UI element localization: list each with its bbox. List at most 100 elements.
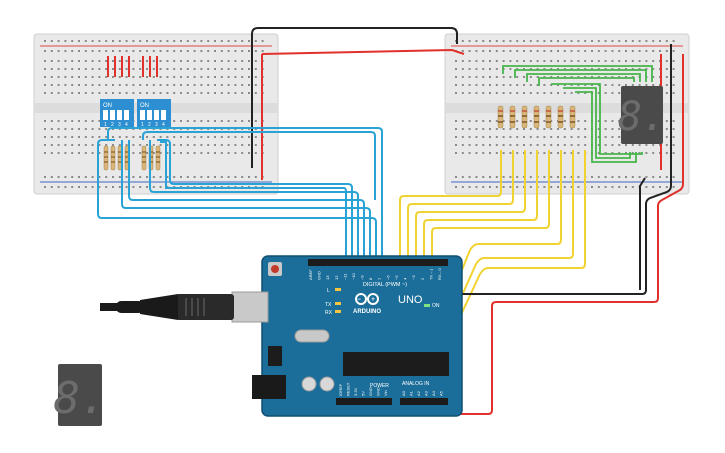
breadboard-hole (146, 60, 148, 62)
breadboard-hole (529, 186, 532, 188)
dip-switch-2[interactable]: ON 1 2 3 4 (137, 99, 171, 128)
breadboard-hole (248, 144, 250, 146)
breadboard-hole (50, 76, 53, 78)
breadboard-hole (57, 144, 60, 146)
breadboard-hole (523, 84, 525, 86)
breadboard-hole (64, 92, 67, 94)
breadboard-hole (200, 84, 203, 86)
breadboard-hole (672, 40, 675, 42)
dip-switch-2-pin-3: 3 (155, 122, 158, 128)
breadboard-hole (461, 144, 464, 146)
breadboard-hole (645, 68, 648, 70)
breadboard-hole (227, 76, 230, 78)
breadboard-hole (57, 128, 60, 130)
breadboard-hole (78, 186, 80, 188)
breadboard-hole (455, 176, 457, 178)
breadboard-hole (665, 176, 668, 178)
breadboard-hole (98, 136, 101, 138)
breadboard-hole (186, 40, 189, 42)
breadboard-hole (529, 60, 532, 62)
breadboard-hole (495, 136, 498, 138)
breadboard-hole (105, 60, 108, 62)
breadboard-hole (84, 40, 87, 42)
breadboard-hole (618, 144, 621, 146)
breadboard-hole (78, 152, 80, 154)
breadboard-hole (672, 136, 675, 138)
breadboard-hole (132, 144, 135, 146)
breadboard-hole (495, 68, 498, 70)
breadboard-hole (536, 136, 539, 138)
breadboard-hole (254, 92, 257, 94)
power-pin-label: GND (376, 387, 381, 396)
breadboard-hole (529, 92, 532, 94)
breadboard-hole (152, 68, 155, 70)
breadboard-hole (139, 176, 142, 178)
breadboard-hole (475, 92, 478, 94)
breadboard-hole (489, 120, 491, 122)
breadboard-hole (482, 68, 485, 70)
breadboard-hole (166, 176, 169, 178)
breadboard-hole (248, 76, 250, 78)
breadboard-hole (502, 40, 505, 42)
dip-switch-1[interactable]: ON 1 2 3 4 (100, 99, 134, 128)
breadboard-hole (591, 50, 593, 52)
breadboard-hole (118, 76, 121, 78)
breadboard-hole (146, 40, 148, 42)
breadboard-hole (207, 68, 210, 70)
breadboard-hole (214, 60, 216, 62)
breadboard-hole (214, 136, 216, 138)
breadboard-hole (200, 60, 203, 62)
breadboard-hole (577, 128, 580, 130)
breadboard-hole (631, 84, 634, 86)
breadboard-hole (543, 68, 546, 70)
seven-segment-display-loose[interactable]: 8. (54, 364, 107, 426)
breadboard-hole (44, 50, 46, 52)
breadboard-hole (475, 120, 478, 122)
breadboard-hole (98, 68, 101, 70)
breadboard-hole (200, 136, 203, 138)
breadboard-hole (200, 40, 203, 42)
breadboard-hole (557, 60, 559, 62)
breadboard-hole (597, 76, 600, 78)
breadboard-hole (44, 76, 46, 78)
breadboard-hole (180, 176, 182, 178)
breadboard-hole (489, 92, 491, 94)
power-jack[interactable] (252, 375, 286, 399)
breadboard-hole (98, 186, 101, 188)
breadboard-hole (509, 60, 512, 62)
breadboard-hole (193, 120, 196, 122)
breadboard-hole (665, 128, 668, 130)
breadboard-hole (638, 68, 641, 70)
breadboard-hole (584, 92, 587, 94)
breadboard-hole (112, 40, 114, 42)
breadboard-hole (125, 176, 128, 178)
breadboard-hole (659, 40, 661, 42)
breadboard-hole (261, 40, 264, 42)
breadboard-hole (509, 68, 512, 70)
breadboard-hole (502, 50, 505, 52)
breadboard-hole (241, 120, 244, 122)
breadboard-hole (563, 128, 566, 130)
rx-led (335, 310, 341, 313)
breadboard-hole (672, 84, 675, 86)
breadboard-hole (570, 84, 573, 86)
breadboard-hole (509, 50, 512, 52)
breadboard-hole (468, 136, 471, 138)
digital-pin-label: 8 (368, 277, 373, 280)
breadboard-hole (652, 40, 655, 42)
breadboard-hole (173, 68, 176, 70)
breadboard-hole (584, 128, 587, 130)
breadboard-hole (166, 144, 169, 146)
breadboard-hole (557, 50, 559, 52)
reset-button-cap[interactable] (271, 265, 279, 273)
breadboard-hole (509, 186, 512, 188)
breadboard-hole (146, 186, 148, 188)
breadboard-hole (227, 50, 230, 52)
breadboard-hole (665, 84, 668, 86)
breadboard-hole (577, 50, 580, 52)
breadboard-hole (234, 144, 237, 146)
breadboard-hole (227, 92, 230, 94)
breadboard-hole (180, 40, 182, 42)
